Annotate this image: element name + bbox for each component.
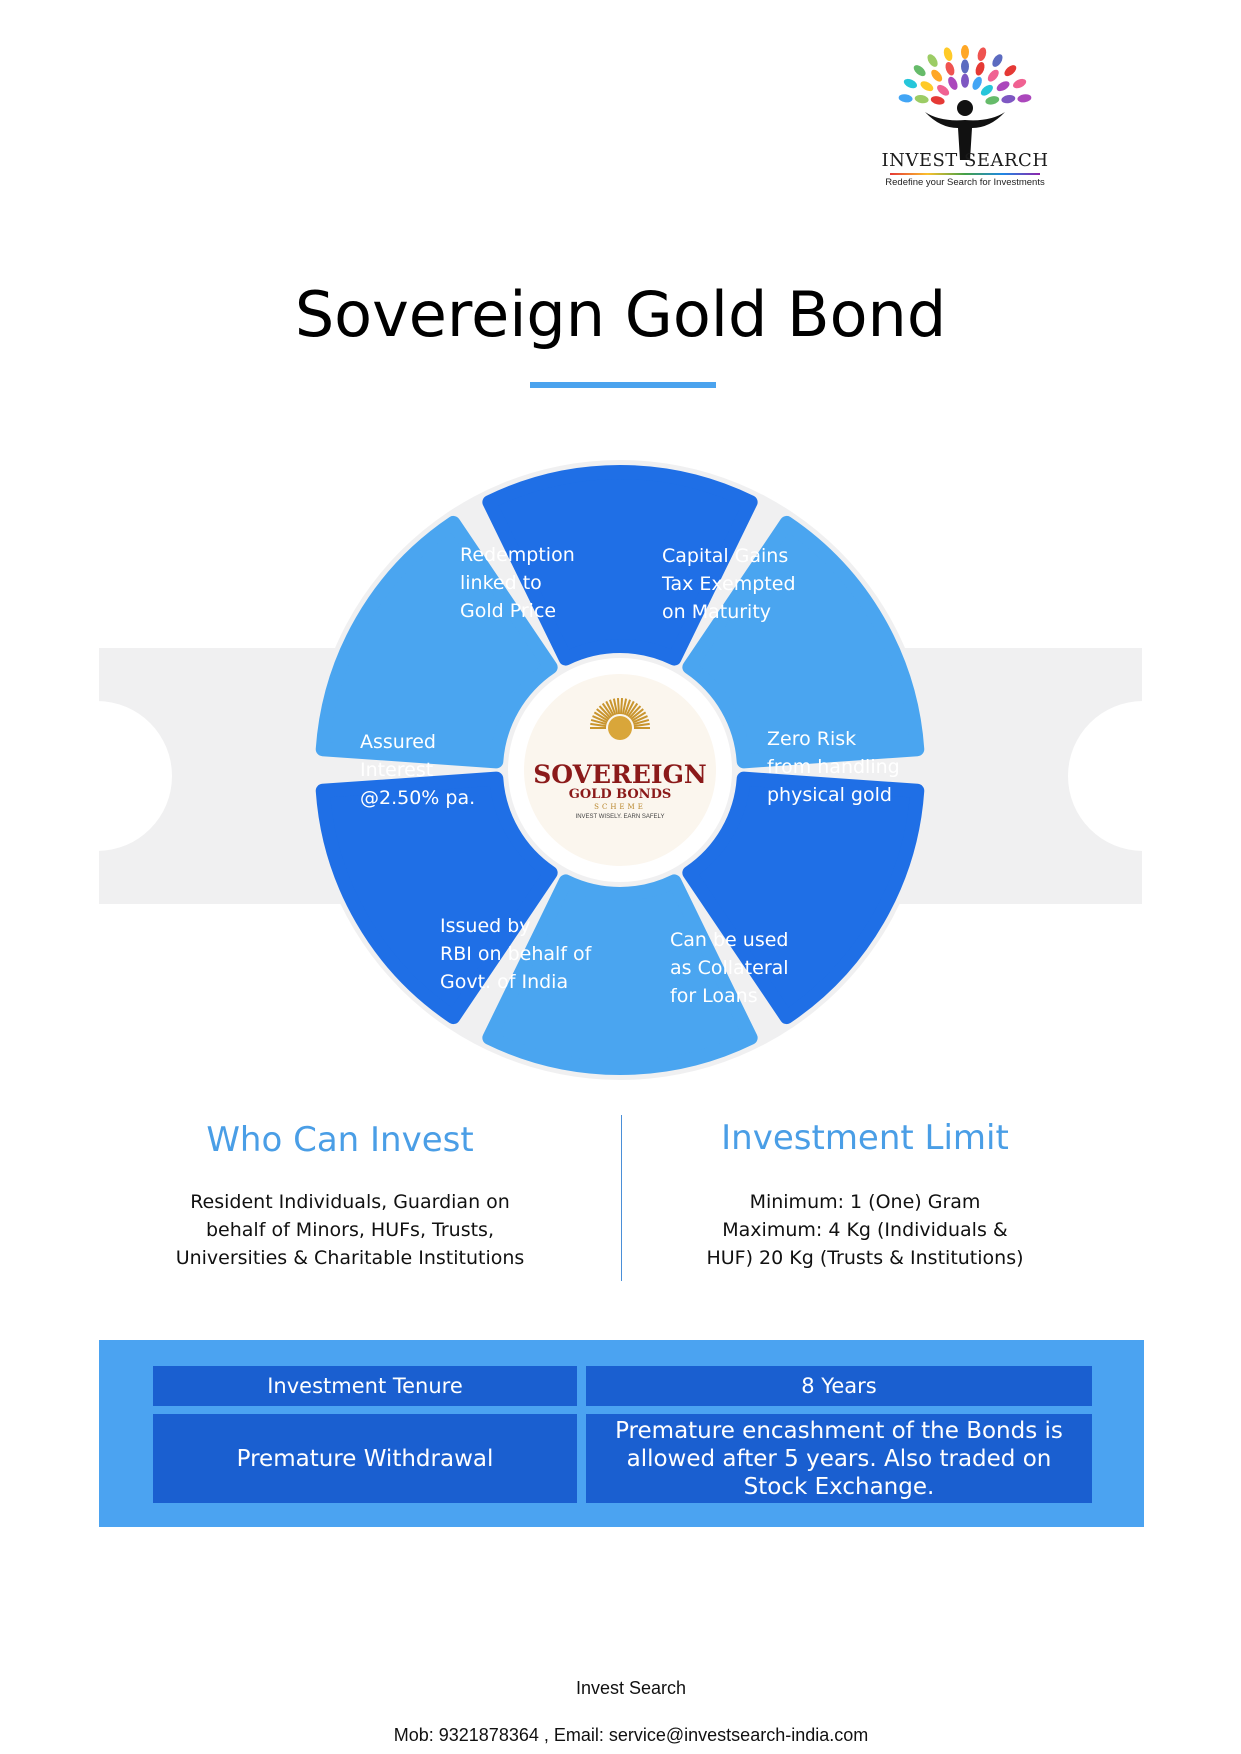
feature-redemption: Redemption linked to Gold Price [460, 544, 575, 622]
feature-capital-gains: Capital Gains Tax Exempted on Maturity [662, 545, 796, 623]
who-can-invest-heading: Who Can Invest [206, 1120, 474, 1160]
wheel-segment-zero-risk [682, 771, 925, 1025]
invest-search-logo-icon [898, 45, 1032, 160]
seal-subtitle: GOLD BONDS [568, 787, 672, 802]
wheel-segment-assured-interest [315, 515, 558, 769]
footer-contact: Mob: 9321878364 , Email: service@invests… [393, 1725, 869, 1745]
wheel-segment-capital-gains [682, 515, 925, 769]
page-title: Sovereign Gold Bond [294, 278, 947, 351]
wheel-segment-redemption [482, 465, 758, 666]
investment-limit-body: Minimum: 1 (One) Gram Maximum: 4 Kg (Ind… [706, 1191, 1024, 1269]
feature-assured-interest: Assured Interest @2.50% pa. [360, 731, 476, 809]
seal-title: SOVEREIGN [533, 760, 707, 789]
who-can-invest-body: Resident Individuals, Guardian on behalf… [175, 1191, 525, 1269]
seal-motto: INVEST WISELY. EARN SAFELY [575, 814, 665, 820]
table-row-label: Premature Withdrawal [153, 1414, 577, 1503]
wheel-segment-collateral [482, 874, 758, 1075]
wheel-segment-issued-by [315, 771, 558, 1025]
feature-collateral: Can be used as Collateral for Loans [670, 929, 789, 1007]
brand-underline [890, 173, 1040, 175]
brand-name: INVEST SEARCH [881, 150, 1049, 171]
feature-issued-by: Issued by RBI on behalf of Govt. of Indi… [440, 915, 592, 993]
table-row-value: Premature encashment of the Bonds is all… [586, 1414, 1092, 1503]
investment-limit-heading: Investment Limit [721, 1118, 1009, 1158]
seal-scheme: SCHEME [594, 803, 646, 811]
footer-company: Invest Search [575, 1678, 687, 1698]
section-divider [621, 1115, 622, 1281]
table-row-value: 8 Years [586, 1366, 1092, 1406]
brand-tagline: Redefine your Search for Investments [885, 177, 1045, 188]
sun-emblem-icon [590, 698, 650, 740]
table-row-label: Investment Tenure [153, 1366, 577, 1406]
feature-zero-risk: Zero Risk from handling physical gold [767, 728, 900, 806]
title-underline [530, 382, 716, 388]
